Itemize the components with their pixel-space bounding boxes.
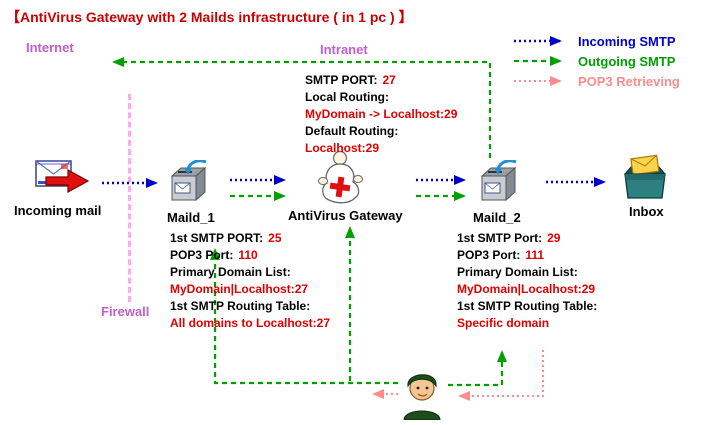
firewall-dashed-line bbox=[128, 94, 131, 302]
config-line: 1st SMTP PORT: 25 bbox=[170, 230, 330, 247]
config-value: MyDomain|Localhost:27 bbox=[170, 282, 309, 296]
config-label: SMTP PORT: bbox=[305, 73, 378, 87]
config-label: POP3 Port: bbox=[170, 248, 234, 262]
config-label: 1st SMTP Port: bbox=[457, 231, 543, 245]
config-line: Local Routing: bbox=[305, 89, 457, 106]
pop3-arrow-icon bbox=[514, 76, 562, 86]
config-value: Localhost:29 bbox=[305, 141, 380, 155]
incoming-mail-icon bbox=[35, 160, 90, 194]
config-value: Specific domain bbox=[457, 316, 550, 330]
config-line: MyDomain -> Localhost:29 bbox=[305, 106, 457, 123]
inbox-icon bbox=[623, 154, 667, 199]
incoming-mail-label: Incoming mail bbox=[14, 203, 102, 218]
user-person-icon bbox=[403, 374, 441, 420]
incoming-smtp-arrow-icon bbox=[514, 36, 562, 46]
config-line: Specific domain bbox=[457, 315, 602, 332]
config-label: 1st SMTP Routing Table: bbox=[170, 299, 311, 313]
config-line: Localhost:29 bbox=[305, 140, 457, 157]
config-label: POP3 Port: bbox=[457, 248, 521, 262]
antivirus-gateway-label: AntiVirus Gateway bbox=[288, 208, 403, 223]
config-value: 110 bbox=[238, 248, 258, 262]
config-label: Primary Domain List: bbox=[457, 265, 578, 279]
config-value: 111 bbox=[525, 248, 545, 262]
outgoing-smtp-arrow-icon bbox=[514, 56, 562, 66]
config-label: Default Routing: bbox=[305, 124, 399, 138]
config-label: Primary Domain List: bbox=[170, 265, 291, 279]
intranet-label: Intranet bbox=[320, 42, 368, 57]
diagram-title: 【AntiVirus Gateway with 2 Mailds infrast… bbox=[6, 9, 413, 25]
maild1-icon bbox=[170, 160, 207, 202]
config-line: All domains to Localhost:27 bbox=[170, 315, 330, 332]
gateway-config: SMTP PORT: 27 Local Routing: MyDomain -> … bbox=[305, 72, 457, 157]
config-value: 25 bbox=[268, 231, 282, 245]
config-value: All domains to Localhost:27 bbox=[170, 316, 331, 330]
legend-row-pop3: POP3 Retrieving bbox=[514, 71, 680, 91]
legend-label-outgoing: Outgoing SMTP bbox=[578, 53, 676, 69]
legend-label-pop3: POP3 Retrieving bbox=[578, 73, 680, 89]
legend-row-outgoing: Outgoing SMTP bbox=[514, 51, 680, 71]
config-value: MyDomain -> Localhost:29 bbox=[305, 107, 458, 121]
config-label: 1st SMTP PORT: bbox=[170, 231, 264, 245]
antivirus-gateway-icon bbox=[318, 150, 363, 204]
config-line: SMTP PORT: 27 bbox=[305, 72, 457, 89]
outgoing-arrow-user-to-maild2 bbox=[448, 350, 507, 387]
maild2-label: Maild_2 bbox=[473, 210, 521, 225]
inbox-label: Inbox bbox=[629, 204, 664, 219]
legend: Incoming SMTP Outgoing SMTP POP3 Retriev… bbox=[514, 31, 680, 91]
firewall-label: Firewall bbox=[101, 304, 150, 319]
config-line: 1st SMTP Routing Table: bbox=[457, 298, 602, 315]
maild2-config: 1st SMTP Port: 29 POP3 Port: 111 Primary D… bbox=[457, 230, 602, 332]
config-value: 27 bbox=[382, 73, 396, 87]
pop3-arrow-maild2-to-user bbox=[458, 350, 544, 401]
config-line: 1st SMTP Port: 29 bbox=[457, 230, 602, 247]
config-value: 29 bbox=[547, 231, 561, 245]
config-line: POP3 Port: 111 bbox=[457, 247, 602, 264]
config-line: POP3 Port: 110 bbox=[170, 247, 330, 264]
config-line: 1st SMTP Routing Table: bbox=[170, 298, 330, 315]
maild2-icon bbox=[480, 160, 517, 202]
config-line: Primary Domain List: bbox=[170, 264, 330, 281]
config-label: Local Routing: bbox=[305, 90, 389, 104]
maild1-label: Maild_1 bbox=[167, 210, 215, 225]
config-line: Default Routing: bbox=[305, 123, 457, 140]
config-label: 1st SMTP Routing Table: bbox=[457, 299, 598, 313]
internet-label: Internet bbox=[26, 40, 74, 55]
config-value: MyDomain|Localhost:29 bbox=[457, 282, 596, 296]
maild1-config: 1st SMTP PORT: 25 POP3 Port: 110 Primary D… bbox=[170, 230, 330, 332]
config-line: Primary Domain List: bbox=[457, 264, 602, 281]
config-line: MyDomain|Localhost:27 bbox=[170, 281, 330, 298]
config-line: MyDomain|Localhost:29 bbox=[457, 281, 602, 298]
legend-row-incoming: Incoming SMTP bbox=[514, 31, 680, 51]
legend-label-incoming: Incoming SMTP bbox=[578, 33, 676, 49]
